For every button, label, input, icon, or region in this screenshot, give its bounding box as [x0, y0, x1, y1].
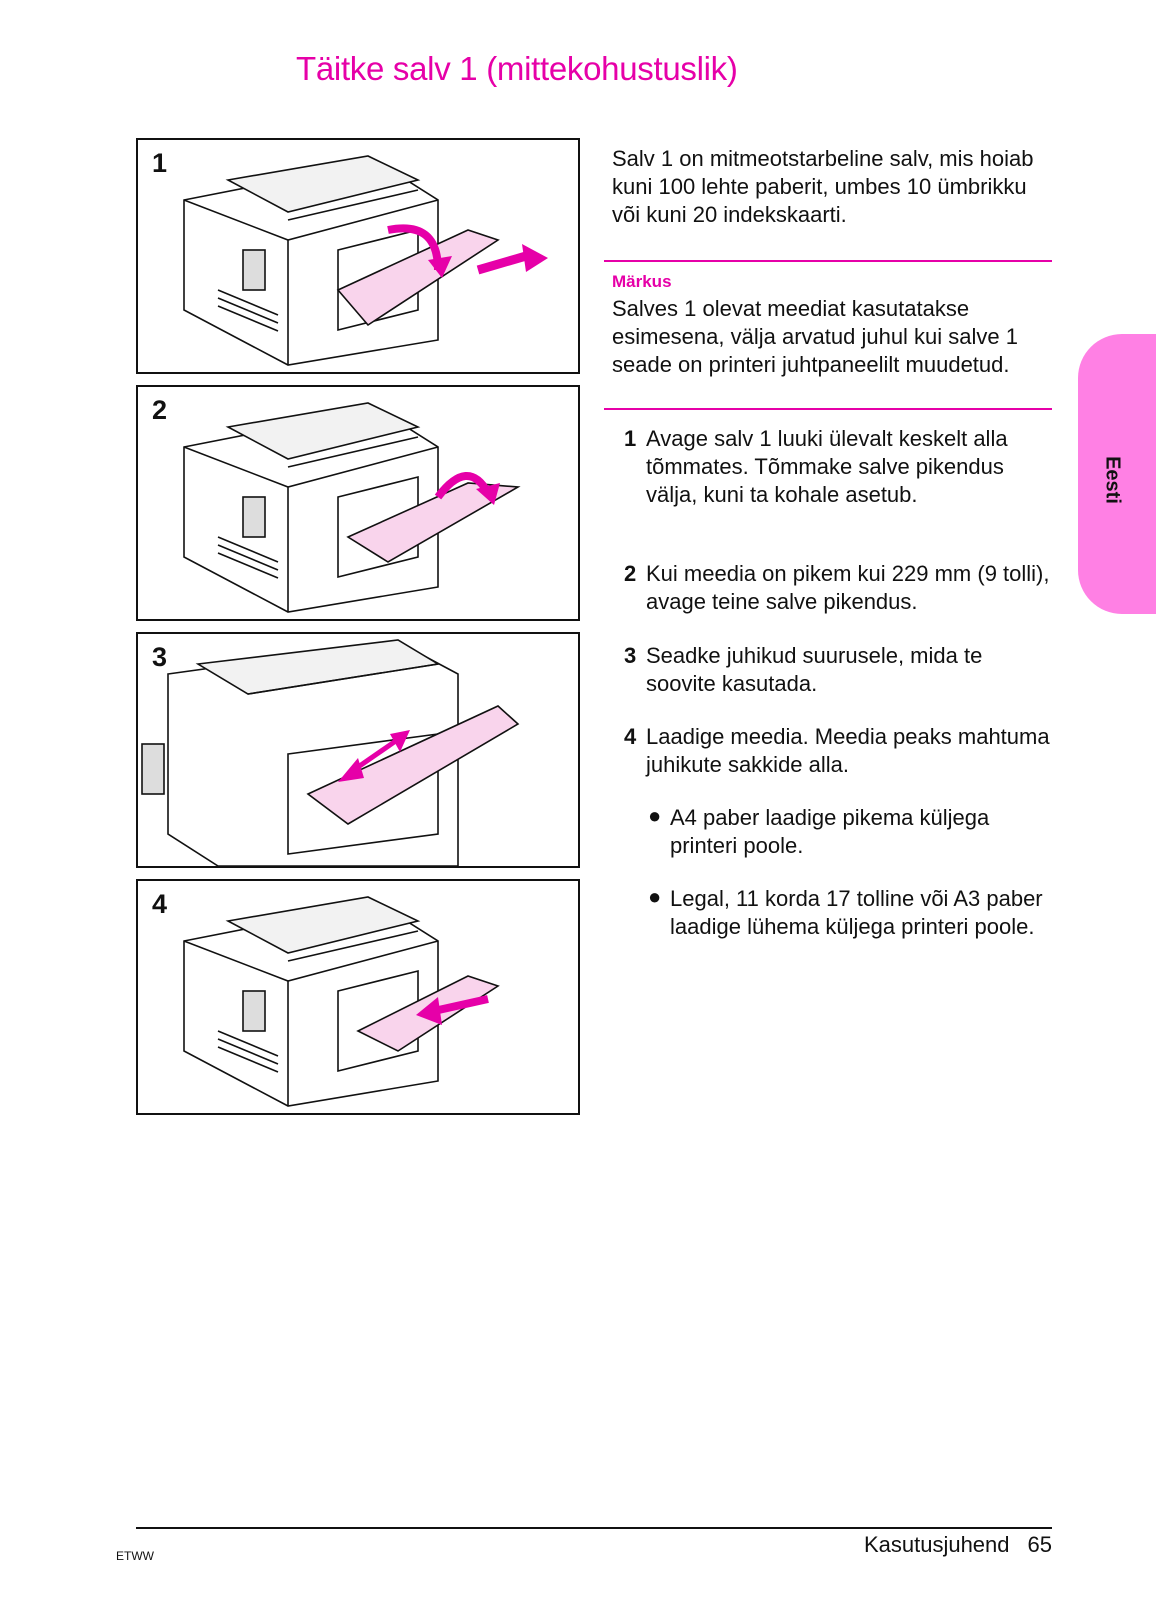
printer-illustration [141, 639, 520, 866]
figure-panel-1: 1 [136, 138, 580, 374]
step-text: Kui meedia on pikem kui 229 mm (9 tolli)… [646, 561, 1050, 614]
step-text: Laadige meedia. Meedia peaks mahtuma juh… [646, 724, 1050, 777]
bullet-icon: ● [648, 884, 662, 909]
note-top-rule [604, 260, 1052, 262]
footer-book-title: Kasutusjuhend [863, 1532, 1010, 1557]
note-label: Märkus [612, 272, 672, 291]
bullet-icon: ● [648, 803, 662, 828]
footer-rule [136, 1527, 1052, 1529]
page-title: Täitke salv 1 (mittekohustuslik) [296, 50, 738, 87]
figure-panel-4: 4 [136, 879, 580, 1115]
step-item: 2 Kui meedia on pikem kui 229 mm (9 toll… [624, 560, 1054, 616]
figure-panel-2: 2 [136, 385, 580, 621]
printer-illustration [183, 155, 548, 366]
step-number: 4 [624, 724, 637, 749]
figure-number: 1 [152, 148, 168, 178]
step-text: Avage salv 1 luuki ülevalt keskelt alla … [646, 426, 1008, 507]
note-bottom-rule [604, 408, 1052, 410]
note-text: Salves 1 olevat meediat kasutatakse esim… [612, 296, 1019, 377]
language-tab [1078, 334, 1156, 614]
figure-number: 2 [152, 395, 168, 425]
step-number: 3 [624, 643, 637, 668]
bullet-text: A4 paber laadige pikema küljega printeri… [670, 805, 990, 858]
step-item: 3 Seadke juhikud suurusele, mida te soov… [624, 642, 1054, 698]
figure-number: 4 [152, 889, 168, 919]
step-item: 1 Avage salv 1 luuki ülevalt keskelt all… [624, 425, 1054, 509]
step-number: 1 [624, 426, 637, 451]
step-text: Seadke juhikud suurusele, mida te soovit… [646, 643, 983, 696]
footer-code: ETWW [116, 1549, 154, 1563]
language-tab-label: Eesti [1101, 456, 1124, 504]
printer-illustration [183, 896, 500, 1107]
step-item: 4 Laadige meedia. Meedia peaks mahtuma j… [624, 723, 1054, 779]
printer-illustration [183, 402, 521, 613]
footer-title: Kasutusjuhend 65 [864, 1532, 1052, 1558]
bullet-text: Legal, 11 korda 17 tolline või A3 paber … [670, 886, 1043, 939]
step-number: 2 [624, 561, 637, 586]
figure-number: 3 [152, 642, 168, 672]
bullet-item: ● Legal, 11 korda 17 tolline või A3 pabe… [648, 884, 1058, 941]
intro-paragraph: Salv 1 on mitmeotstarbeline salv, mis ho… [612, 146, 1034, 227]
figure-panel-3: 3 [136, 632, 580, 868]
page-number: 65 [1027, 1532, 1052, 1557]
bullet-item: ● A4 paber laadige pikema küljega printe… [648, 803, 1058, 860]
